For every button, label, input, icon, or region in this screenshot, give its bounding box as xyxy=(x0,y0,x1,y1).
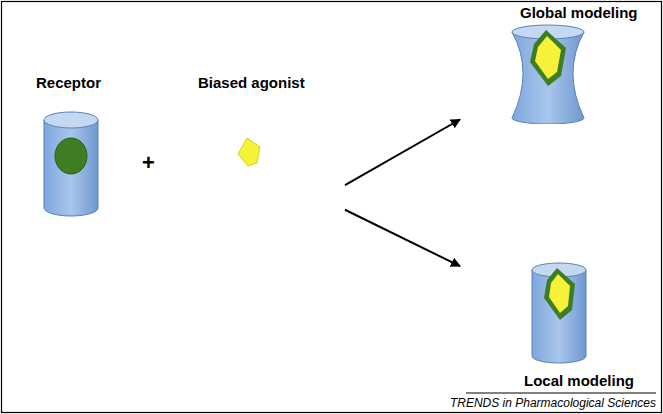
receptor-cylinder: Receptor xyxy=(30,72,110,220)
node-heading: Global modeling xyxy=(520,4,638,21)
shape-outline xyxy=(234,136,264,168)
shape-outline xyxy=(42,110,100,218)
node-heading: Receptor xyxy=(36,74,101,91)
arrow-connector xyxy=(345,210,460,266)
shape-outline xyxy=(530,260,588,366)
agonist-shape: Biased agonist xyxy=(190,72,345,217)
plus-sign: + xyxy=(142,150,155,176)
local-modeling-cylinder: Local modeling xyxy=(460,258,640,394)
journal-watermark: TRENDS in Pharmacological Sciences xyxy=(450,396,656,410)
node-heading: Biased agonist xyxy=(198,74,305,91)
node-heading: Local modeling xyxy=(524,372,634,389)
global-modeling-cylinder: Global modeling xyxy=(460,2,640,127)
shape-outline xyxy=(508,22,588,124)
arrow-connector xyxy=(345,120,460,186)
